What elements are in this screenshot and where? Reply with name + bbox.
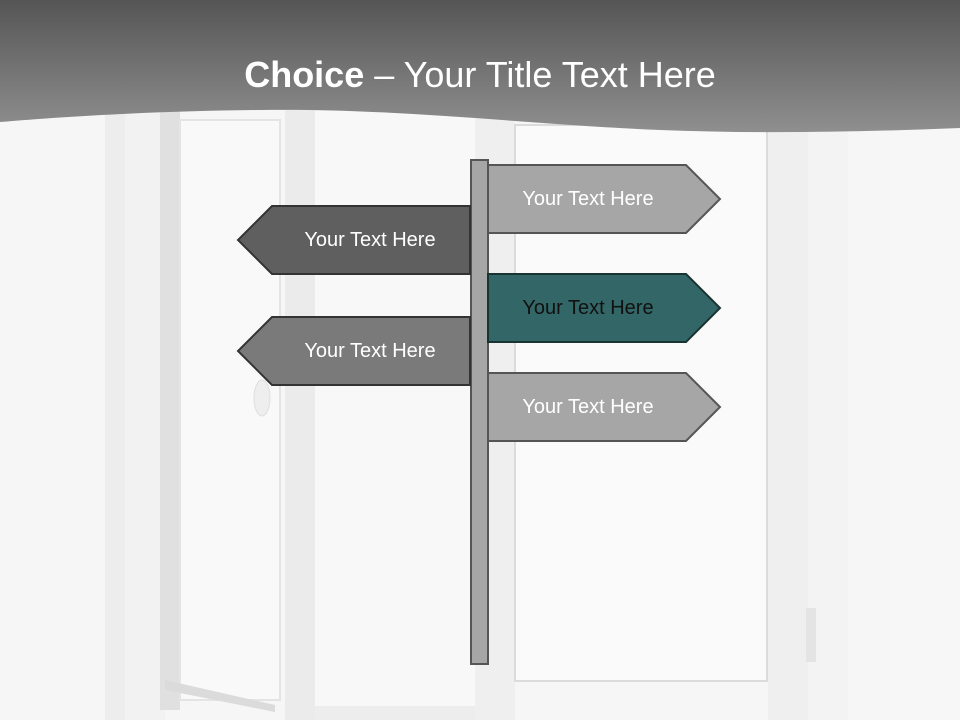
- slide-title: Choice – Your Title Text Here: [0, 52, 960, 98]
- sign-label: Your Text Here: [522, 396, 654, 418]
- sign-label: Your Text Here: [522, 297, 654, 319]
- sign-arrow-left: [236, 205, 471, 275]
- slide-title-bold: Choice: [244, 54, 365, 95]
- sign-arrow-right: [487, 273, 722, 343]
- sign-arrow-left: [236, 316, 471, 386]
- signpost-pole: [470, 159, 489, 665]
- slide-title-rest: – Your Title Text Here: [364, 54, 716, 95]
- sign-arrow-right: [487, 372, 722, 442]
- sign-arrow-right: [487, 164, 722, 234]
- sign-label: Your Text Here: [304, 229, 436, 251]
- header-band: [0, 0, 960, 133]
- sign-label: Your Text Here: [522, 188, 654, 210]
- sign-label: Your Text Here: [304, 340, 436, 362]
